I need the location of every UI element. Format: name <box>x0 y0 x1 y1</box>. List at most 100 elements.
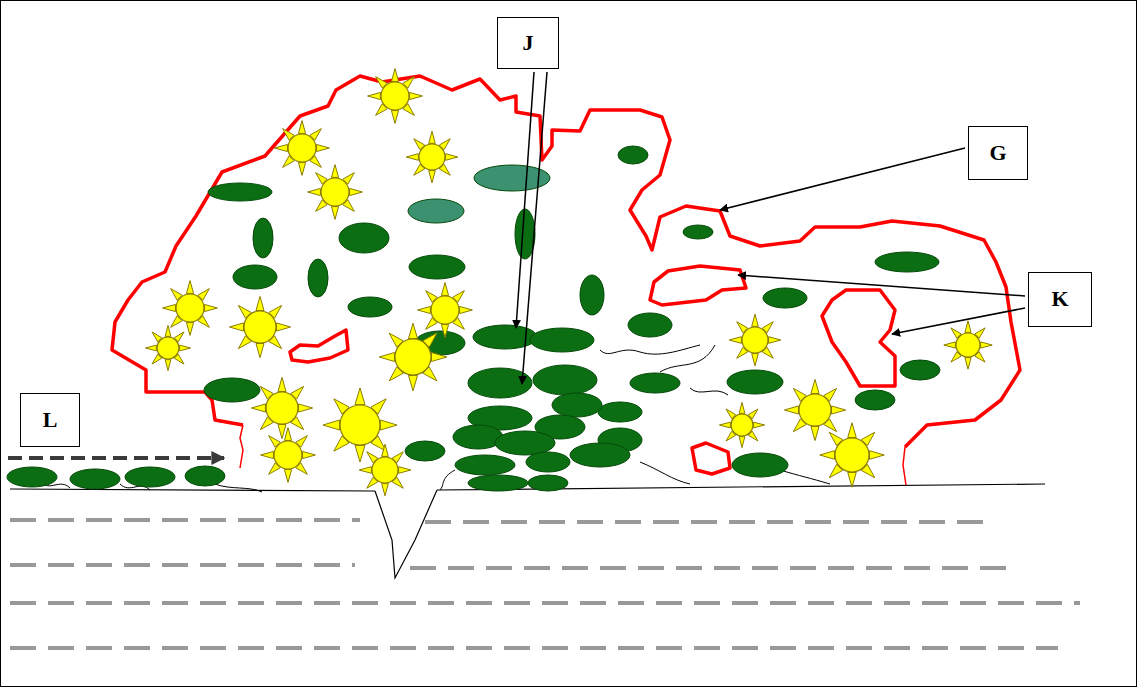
sun-core <box>799 394 831 426</box>
bacterium <box>530 328 594 352</box>
leader-arrow <box>516 72 534 328</box>
bacterium <box>455 455 515 475</box>
sun-rays <box>163 281 218 336</box>
filament <box>690 388 728 395</box>
sun-cell <box>368 69 423 124</box>
sun-rays <box>418 283 473 338</box>
biofilm-outline <box>112 76 1020 447</box>
callout-letter: J <box>523 31 534 55</box>
sun-core <box>381 82 409 110</box>
bacterium <box>348 297 392 317</box>
bacterium <box>204 378 260 402</box>
substratum-line <box>10 601 1080 605</box>
filament <box>600 345 700 354</box>
bacterium <box>570 443 630 467</box>
callout-letter: K <box>1051 287 1068 311</box>
callout-box: G <box>968 126 1028 180</box>
sun-rays <box>145 325 190 370</box>
sun-rays <box>944 321 992 369</box>
sun-core <box>157 337 179 359</box>
filament <box>215 484 262 492</box>
bacterium <box>253 218 273 258</box>
substratum-line <box>10 646 1058 650</box>
sun-cell <box>729 314 781 366</box>
sun-cell <box>944 321 992 369</box>
sun-rays <box>368 69 423 124</box>
biofilm-edge <box>240 425 243 468</box>
bacterium <box>70 469 120 489</box>
sun-core <box>742 327 768 353</box>
filament <box>440 470 455 490</box>
sun-rays <box>379 323 447 391</box>
sun-cell <box>163 281 218 336</box>
filament <box>780 470 830 484</box>
sun-cell <box>820 423 884 487</box>
sun-rays <box>251 377 312 438</box>
bacterium <box>185 466 225 486</box>
bacterium <box>468 475 528 491</box>
bacterium <box>405 441 445 461</box>
flow-arrow <box>8 456 224 460</box>
sun-cell <box>275 121 330 176</box>
substratum-layers <box>10 520 1080 648</box>
callout-letter: L <box>43 408 58 432</box>
sun-core <box>956 333 980 357</box>
bacterium <box>855 390 895 410</box>
leader-arrow <box>738 275 1025 296</box>
bacterium <box>308 259 328 297</box>
biofilm-edge <box>903 447 906 485</box>
callout-box: J <box>497 17 559 69</box>
sun-core <box>431 296 459 324</box>
sun-core <box>321 178 349 206</box>
sun-rays <box>729 314 781 366</box>
sun-cell <box>261 428 316 483</box>
filament <box>640 462 690 484</box>
callout-box: K <box>1028 272 1092 327</box>
bacterium <box>618 146 648 164</box>
sun-core <box>244 311 276 343</box>
leader-arrow <box>720 148 965 210</box>
bacterium <box>628 313 672 337</box>
sun-rays <box>406 131 458 183</box>
sun-cell <box>719 402 764 447</box>
leader-lines <box>516 72 1025 384</box>
bacterium <box>233 265 277 289</box>
bacterium <box>552 393 602 417</box>
surface-crack <box>375 490 437 578</box>
sun-rays <box>275 121 330 176</box>
bacterium <box>727 370 783 394</box>
sun-rays <box>359 444 411 496</box>
bacterium <box>900 360 940 380</box>
bacteria-group <box>7 146 940 491</box>
substratum-line <box>10 518 360 522</box>
bacterium <box>580 275 604 315</box>
sun-core <box>835 438 869 472</box>
substratum-line <box>10 563 355 567</box>
water-channel <box>650 266 746 305</box>
sun-core <box>340 405 380 445</box>
water-channel <box>692 443 730 474</box>
sun-cell <box>418 283 473 338</box>
sun-cell <box>145 325 190 370</box>
bacterium <box>533 365 597 395</box>
sun-cell <box>379 323 447 391</box>
leader-arrow <box>892 308 1025 334</box>
bacterium <box>875 252 939 272</box>
bacterium <box>7 467 57 487</box>
sun-rays <box>820 423 884 487</box>
bacterium <box>408 199 464 223</box>
filament <box>660 345 715 372</box>
bacterium <box>528 475 568 491</box>
substratum-line <box>425 520 985 524</box>
sun-cell <box>359 444 411 496</box>
callout-box: L <box>20 393 80 447</box>
bacterium <box>339 223 389 253</box>
sun-cell <box>251 377 312 438</box>
sun-core <box>419 144 445 170</box>
sun-core <box>266 392 298 424</box>
callout-letter: G <box>989 141 1006 165</box>
sun-core <box>395 339 431 375</box>
